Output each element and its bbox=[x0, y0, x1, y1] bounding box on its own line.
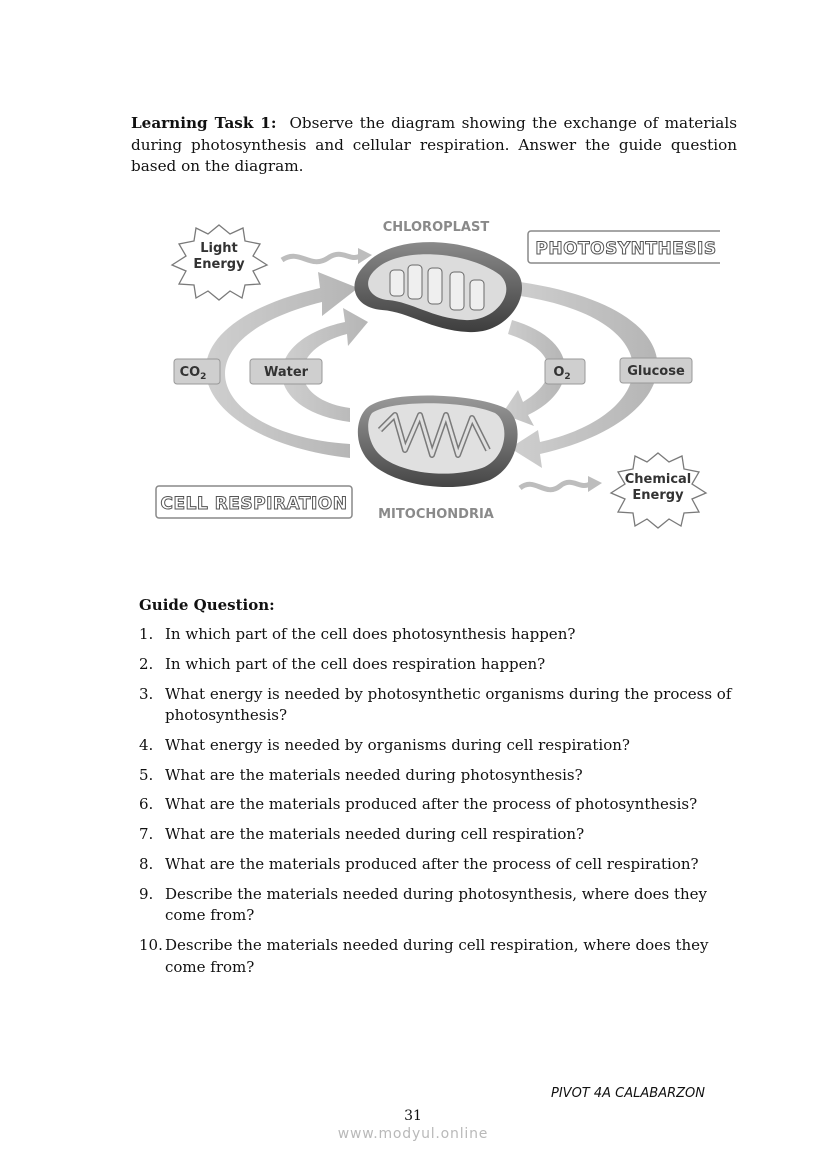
water-label: Water bbox=[264, 365, 309, 380]
co2-subscript: 2 bbox=[200, 372, 206, 382]
question-item: 2. In which part of the cell does respira… bbox=[139, 654, 744, 676]
question-number: 1. bbox=[139, 624, 153, 646]
question-text: What are the materials produced after th… bbox=[165, 855, 699, 873]
o2-label: O bbox=[553, 365, 564, 380]
footer-brand: PIVOT 4A CALABARZON bbox=[551, 1086, 705, 1101]
chloroplast-label: CHLOROPLAST bbox=[383, 220, 490, 235]
question-number: 6. bbox=[139, 794, 153, 816]
question-number: 4. bbox=[139, 735, 153, 757]
chemical-energy-label-2: Energy bbox=[632, 488, 684, 503]
chemical-energy-starburst: Chemical Energy bbox=[611, 453, 706, 528]
question-item: 4. What energy is needed by organisms dur… bbox=[139, 735, 744, 757]
question-item: 8. What are the materials produced after … bbox=[139, 854, 744, 876]
chloroplast-organelle bbox=[354, 242, 522, 332]
question-text: What are the materials produced after th… bbox=[165, 795, 697, 813]
photosynthesis-label: PHOTOSYNTHESIS bbox=[535, 239, 716, 259]
question-item: 3. What energy is needed by photosyntheti… bbox=[139, 684, 744, 727]
question-text: Describe the materials needed during pho… bbox=[165, 885, 707, 925]
question-number: 7. bbox=[139, 824, 153, 846]
watermark-link[interactable]: www.modyul.online bbox=[0, 1126, 826, 1142]
co2-label: CO bbox=[180, 365, 201, 380]
question-number: 9. bbox=[139, 884, 153, 906]
mitochondria-organelle bbox=[358, 396, 518, 488]
question-text: What are the materials needed during cel… bbox=[165, 825, 584, 843]
co2-tag: CO2 bbox=[174, 359, 220, 384]
question-item: 7. What are the materials needed during c… bbox=[139, 824, 744, 846]
light-wavy-arrow bbox=[282, 254, 360, 261]
o2-tag: O2 bbox=[545, 359, 585, 384]
chemical-energy-label-1: Chemical bbox=[625, 472, 692, 487]
question-text: What energy is needed by organisms durin… bbox=[165, 736, 630, 754]
cell-respiration-label: CELL RESPIRATION bbox=[161, 494, 348, 514]
task-label: Learning Task 1: bbox=[131, 114, 276, 132]
question-text: In which part of the cell does respirati… bbox=[165, 655, 545, 673]
question-text: In which part of the cell does photosynt… bbox=[165, 625, 575, 643]
light-energy-starburst: Light Energy bbox=[172, 225, 267, 300]
question-item: 5. What are the materials needed during p… bbox=[139, 765, 744, 787]
o2-subscript: 2 bbox=[564, 372, 570, 382]
photosynthesis-respiration-diagram: Light Energy Chemical Energy PHOTOSYNTHE… bbox=[150, 210, 720, 530]
question-number: 8. bbox=[139, 854, 153, 876]
page-number: 31 bbox=[0, 1108, 826, 1124]
light-energy-label-2: Energy bbox=[193, 257, 245, 272]
light-energy-label-1: Light bbox=[200, 241, 238, 256]
question-item: 10.Describe the materials needed during … bbox=[139, 935, 744, 978]
water-tag: Water bbox=[250, 359, 322, 384]
intro-paragraph: Learning Task 1: Observe the diagram sho… bbox=[131, 113, 737, 178]
glucose-tag: Glucose bbox=[620, 358, 692, 383]
cell-respiration-box: CELL RESPIRATION bbox=[156, 486, 352, 518]
question-text: What are the materials needed during pho… bbox=[165, 766, 583, 784]
question-item: 6. What are the materials produced after … bbox=[139, 794, 744, 816]
chemical-wavy-arrow bbox=[520, 482, 590, 489]
question-number: 10. bbox=[139, 935, 163, 957]
photosynthesis-box: PHOTOSYNTHESIS bbox=[528, 231, 720, 263]
question-number: 5. bbox=[139, 765, 153, 787]
mitochondria-label: MITOCHONDRIA bbox=[378, 507, 494, 522]
question-text: What energy is needed by photosynthetic … bbox=[165, 685, 731, 725]
question-text: Describe the materials needed during cel… bbox=[165, 936, 708, 976]
guide-question-title: Guide Question: bbox=[139, 596, 275, 614]
question-item: 1. In which part of the cell does photosy… bbox=[139, 624, 744, 646]
chemical-wavy-arrowhead bbox=[588, 476, 602, 492]
glucose-label: Glucose bbox=[627, 364, 685, 379]
guide-question-list: 1. In which part of the cell does photosy… bbox=[139, 624, 744, 986]
question-item: 9. Describe the materials needed during p… bbox=[139, 884, 744, 927]
question-number: 3. bbox=[139, 684, 153, 706]
question-number: 2. bbox=[139, 654, 153, 676]
